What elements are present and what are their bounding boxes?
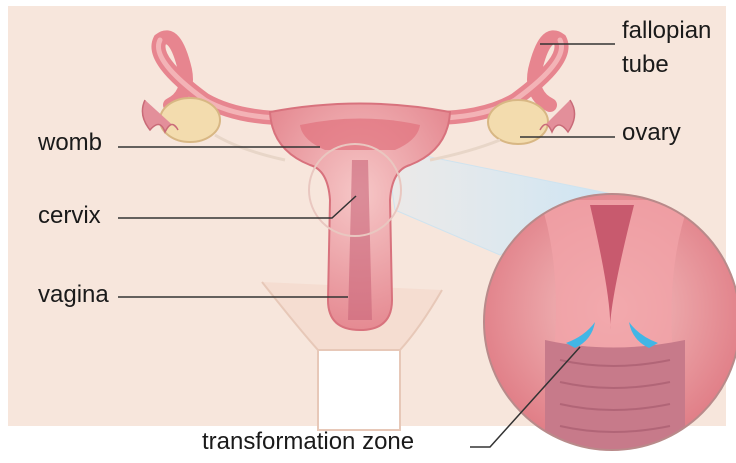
cervix-leader-line	[118, 196, 356, 218]
cervix-zoom-inset	[484, 194, 736, 460]
cervix-label: cervix	[38, 202, 101, 230]
womb-label: womb	[38, 129, 102, 157]
transformation-zone-label: transformation zone	[202, 428, 414, 456]
fallopian-tube-label-line1: fallopian	[622, 17, 711, 45]
vagina-label: vagina	[38, 281, 109, 309]
fallopian-tube-label-line2: tube	[622, 51, 669, 79]
ovary-label: ovary	[622, 119, 681, 147]
